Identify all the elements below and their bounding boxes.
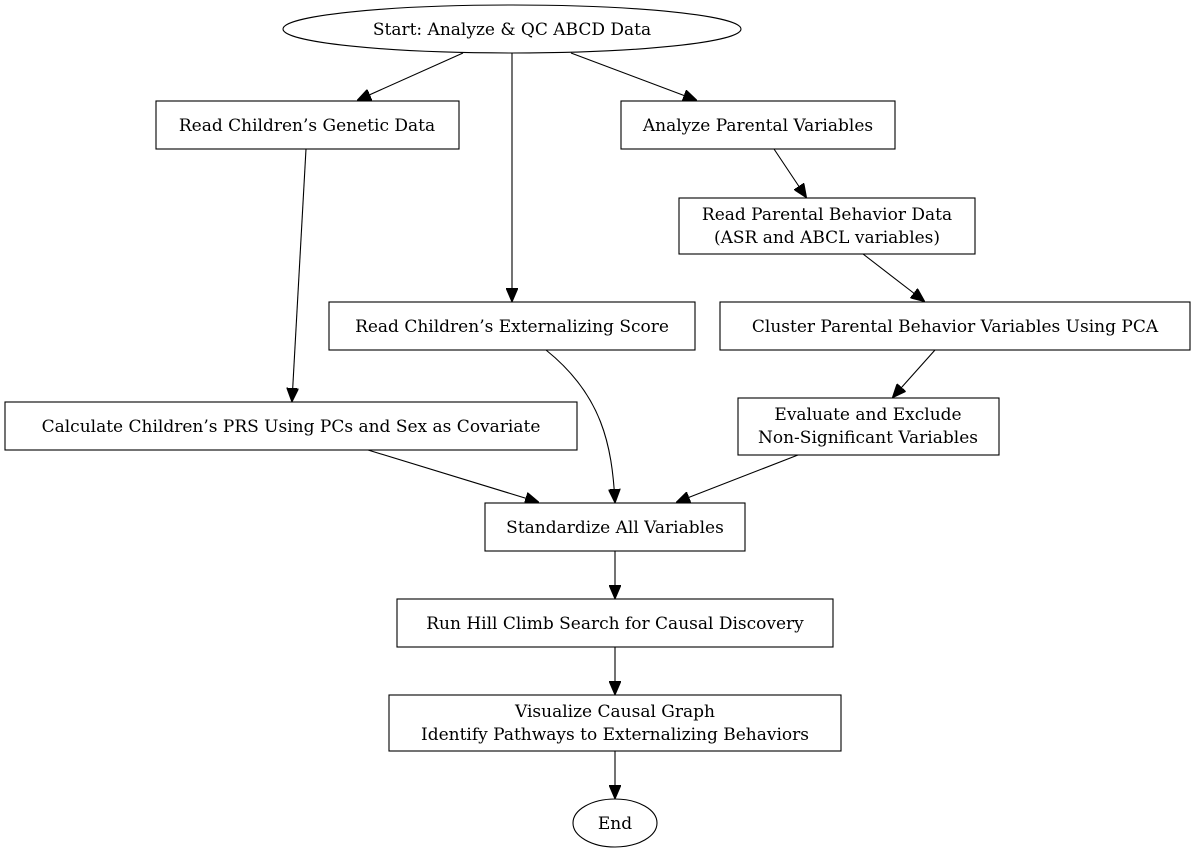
node-visualize: Visualize Causal Graph Identify Pathways…: [388, 694, 842, 752]
edge-read-genetic-to-calc-prs: [292, 148, 307, 401]
edge-start-to-analyze-parental: [570, 52, 696, 100]
node-evaluate-exclude-label-line1: Evaluate and Exclude: [774, 405, 961, 425]
edge-start-to-read-genetic: [358, 52, 464, 100]
node-read-parental-behavior: Read Parental Behavior Data (ASR and ABC…: [678, 197, 976, 255]
edge-evaluate-exclude-to-standardize: [677, 454, 799, 502]
edge-analyze-parental-to-read-parental-behavior: [773, 148, 806, 197]
node-hill-climb: Run Hill Climb Search for Causal Discove…: [396, 598, 834, 648]
node-cluster-pca-label: Cluster Parental Behavior Variables Usin…: [752, 317, 1159, 337]
edge-cluster-pca-to-evaluate-exclude: [893, 349, 936, 397]
node-start-label: Start: Analyze & QC ABCD Data: [373, 20, 651, 40]
node-visualize-label-line2: Identify Pathways to Externalizing Behav…: [421, 725, 809, 745]
node-read-genetic: Read Children’s Genetic Data: [155, 100, 460, 150]
node-hill-climb-label: Run Hill Climb Search for Causal Discove…: [426, 614, 804, 634]
node-standardize-label: Standardize All Variables: [506, 518, 724, 538]
node-read-externalizing: Read Children’s Externalizing Score: [328, 301, 696, 351]
node-end: End: [572, 798, 658, 848]
edge-read-parental-behavior-to-cluster-pca: [862, 253, 924, 301]
node-analyze-parental: Analyze Parental Variables: [620, 100, 896, 150]
edge-read-externalizing-to-standardize: [545, 349, 615, 502]
node-evaluate-exclude: Evaluate and Exclude Non-Significant Var…: [737, 397, 1000, 456]
node-calc-prs-label: Calculate Children’s PRS Using PCs and S…: [42, 417, 541, 437]
node-read-parental-behavior-label-line2: (ASR and ABCL variables): [714, 228, 940, 248]
node-visualize-label-line1: Visualize Causal Graph: [514, 702, 715, 722]
node-end-label: End: [598, 814, 632, 834]
edge-calc-prs-to-standardize: [367, 449, 538, 502]
node-evaluate-exclude-label-line2: Non-Significant Variables: [758, 428, 978, 448]
node-read-externalizing-label: Read Children’s Externalizing Score: [355, 317, 669, 337]
node-calc-prs: Calculate Children’s PRS Using PCs and S…: [4, 401, 578, 451]
node-read-parental-behavior-label-line1: Read Parental Behavior Data: [702, 205, 952, 225]
node-cluster-pca: Cluster Parental Behavior Variables Usin…: [719, 301, 1191, 351]
node-start: Start: Analyze & QC ABCD Data: [282, 4, 742, 54]
node-analyze-parental-label: Analyze Parental Variables: [642, 116, 873, 136]
edges: [292, 52, 936, 798]
node-read-genetic-label: Read Children’s Genetic Data: [179, 116, 435, 136]
node-standardize: Standardize All Variables: [484, 502, 746, 552]
